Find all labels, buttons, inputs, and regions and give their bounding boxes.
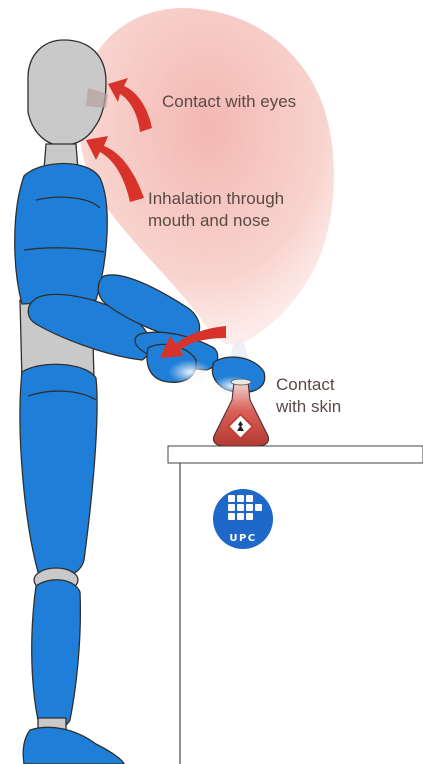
thigh <box>20 364 97 578</box>
label-skin-line2: with skin <box>276 396 341 417</box>
label-skin-line1: Contact <box>276 374 335 395</box>
label-inhalation-line2: mouth and nose <box>148 210 270 231</box>
torso <box>15 164 108 305</box>
foot <box>23 727 124 764</box>
upc-logo-text: UPC <box>229 533 256 544</box>
upc-logo-icon: UPC <box>213 489 273 549</box>
lab-bench <box>168 446 423 764</box>
label-inhalation-line1: Inhalation through <box>148 188 284 209</box>
label-contact-eyes: Contact with eyes <box>162 91 296 112</box>
splash <box>168 360 212 384</box>
shin <box>32 580 81 729</box>
